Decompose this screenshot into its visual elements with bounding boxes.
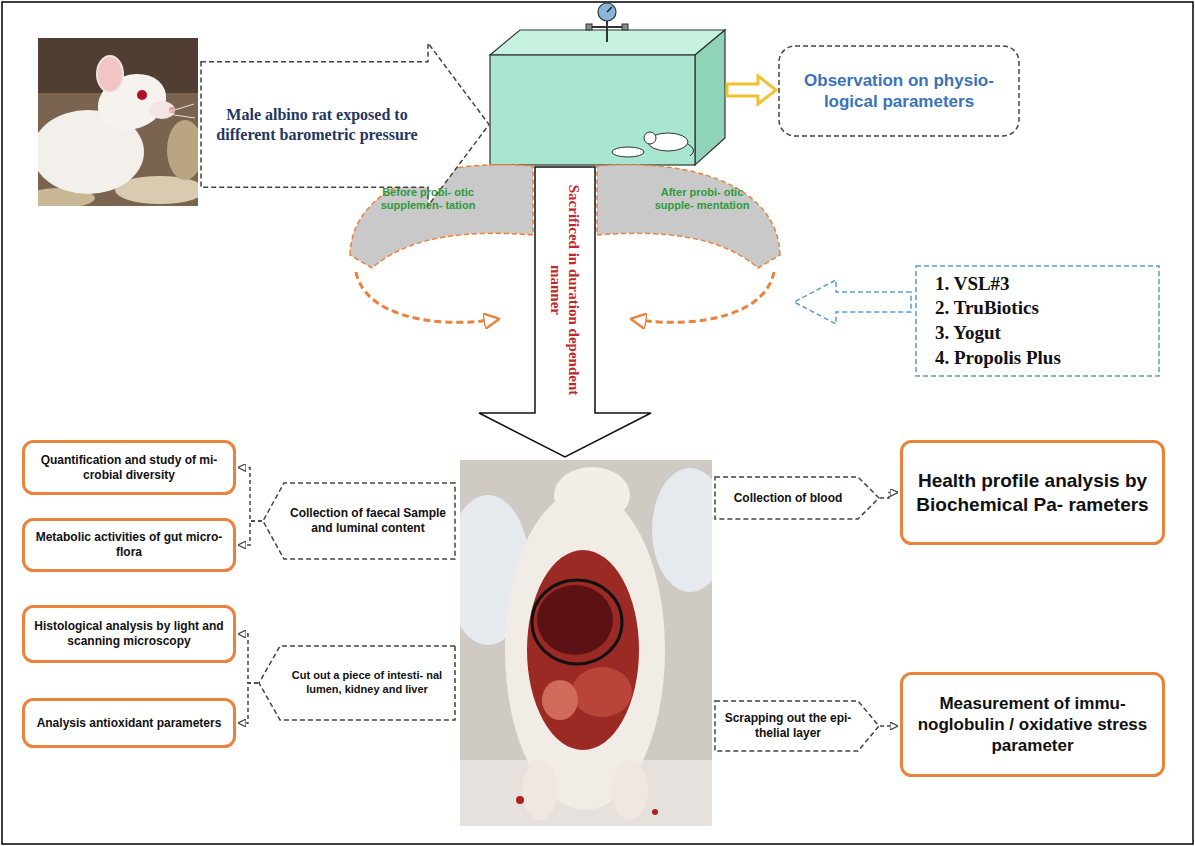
analysis-box: Histological analysis by light and scann…	[22, 605, 236, 663]
arrow-outline	[259, 646, 455, 720]
node-outline	[900, 440, 1165, 545]
arrow-outline	[715, 701, 879, 751]
rat-photo-part	[168, 114, 195, 118]
sample-arrow: Collection of faecal Sample and luminal …	[262, 482, 456, 560]
rat-photo-part	[168, 104, 194, 112]
box-border	[902, 442, 1164, 544]
pressure-chamber-part	[490, 55, 695, 165]
dissection-photo-part	[542, 680, 578, 720]
arrow-outline	[479, 167, 651, 457]
after-band-part	[632, 272, 774, 322]
pressure-chamber-part	[622, 24, 628, 30]
pressure-chamber-part	[590, 26, 624, 28]
phase-label: Before probi- otic supplemen- tation	[376, 186, 480, 212]
rat-photo	[38, 38, 198, 206]
analysis-box: Quantification and study of mi- crobial …	[22, 440, 236, 495]
node-text: 4. Propolis Plus	[935, 346, 1061, 371]
node-text: Analysis antioxidant parameters	[37, 716, 222, 731]
sacrifice-arrow: Sacrificed in duration dependent manner	[478, 166, 652, 458]
arrow-outline	[201, 43, 489, 206]
dissection-photo-part	[516, 796, 524, 804]
box-border	[916, 266, 1159, 376]
pressure-chamber-part	[598, 3, 616, 21]
node-text: 3. Yogut	[935, 321, 1001, 346]
before-band	[350, 165, 533, 323]
node-text: Metabolic activities of gut micro- flora	[26, 530, 232, 560]
node-text: Quantification and study of mi- crobial …	[26, 453, 232, 483]
dissection-photo-part	[522, 760, 558, 820]
box-border	[24, 520, 235, 571]
supplement-arrow	[794, 280, 911, 324]
after-band-part	[597, 165, 780, 268]
dissection-photo-part	[532, 580, 622, 664]
analysis-box: Measurement of immu- noglobulin / oxidat…	[900, 672, 1165, 777]
node-text: Scrapping out the epi- thelial layer	[722, 711, 854, 741]
dissection-photo-part	[554, 467, 630, 523]
sample-arrow: Scrapping out the epi- thelial layer	[714, 700, 880, 752]
pressure-chamber-part	[586, 24, 592, 30]
box-border	[902, 674, 1164, 776]
node-text: 2. TruBiotics	[935, 296, 1039, 321]
dissection-photo-part	[527, 550, 639, 750]
rat-photo-part	[38, 38, 198, 93]
node-text: Sacrificed in duration dependent manner	[547, 170, 583, 410]
node-text: Measurement of immu- noglobulin / oxidat…	[906, 693, 1159, 757]
after-band	[597, 165, 780, 323]
observation-box: Observation on physio- logical parameter…	[778, 45, 1020, 137]
rat-photo-part	[167, 120, 198, 180]
arrow-outline	[715, 477, 879, 519]
node-text: Collection of blood	[734, 491, 843, 506]
node-text: Health profile analysis by Biochemical P…	[906, 469, 1159, 517]
analysis-box: Health profile analysis by Biochemical P…	[900, 440, 1165, 545]
sample-arrow: Cut out a piece of intesti- nal lumen, k…	[258, 645, 456, 721]
pressure-chamber-part	[607, 7, 612, 12]
rat-photo-part	[149, 101, 175, 119]
dissection-photo	[460, 460, 712, 826]
flow-connector	[880, 493, 898, 499]
node-text: Histological analysis by light and scann…	[26, 619, 232, 649]
dissection-photo-part	[652, 468, 712, 592]
before-band-part	[356, 272, 498, 322]
sample-arrow: Collection of blood	[714, 476, 880, 520]
flow-connector	[238, 468, 262, 522]
dissection-photo-part	[505, 490, 665, 810]
phase-label: After probi- otic supple- mentation	[650, 186, 754, 212]
flow-connector	[238, 521, 262, 545]
node-text: Collection of faecal Sample and luminal …	[288, 506, 448, 536]
node-outline	[200, 42, 490, 207]
rat-photo-part	[97, 56, 123, 92]
analysis-box: Metabolic activities of gut micro- flora	[22, 518, 236, 572]
flow-connector	[880, 725, 898, 727]
node-text: Observation on physio- logical parameter…	[788, 70, 1010, 113]
pressure-chamber-part	[695, 30, 725, 165]
pressure-chamber-part	[644, 132, 656, 144]
flow-connector	[238, 634, 258, 683]
dissection-photo-part	[652, 809, 658, 815]
flow-connector	[238, 683, 258, 723]
rat-photo-part	[137, 90, 147, 100]
pressure-chamber	[490, 3, 725, 165]
analysis-box: Analysis antioxidant parameters	[22, 698, 236, 748]
node-text: Male albino rat exposed to different bar…	[214, 105, 420, 143]
node-text: 1. VSL#3	[935, 272, 1010, 297]
box-border	[24, 442, 235, 494]
pressure-chamber-part	[688, 144, 694, 156]
dissection-photo-part	[612, 760, 648, 820]
node-outline	[478, 166, 652, 458]
pressure-arrow: Male albino rat exposed to different bar…	[200, 42, 490, 207]
yellow-arrow	[727, 76, 776, 104]
dissection-photo-part	[572, 667, 632, 717]
box-border	[24, 700, 235, 747]
pressure-chamber-part	[612, 147, 644, 157]
box-border	[24, 607, 235, 662]
pressure-chamber-part	[606, 20, 608, 42]
probiotic-list: 1. VSL#32. TruBiotics3. Yogut4. Propolis…	[915, 265, 1160, 377]
node-outline	[778, 45, 1020, 137]
dissection-photo-part	[537, 585, 613, 655]
arrow-outline	[263, 483, 455, 559]
node-text: Cut out a piece of intesti- nal lumen, k…	[284, 669, 450, 697]
box-border	[779, 46, 1019, 136]
